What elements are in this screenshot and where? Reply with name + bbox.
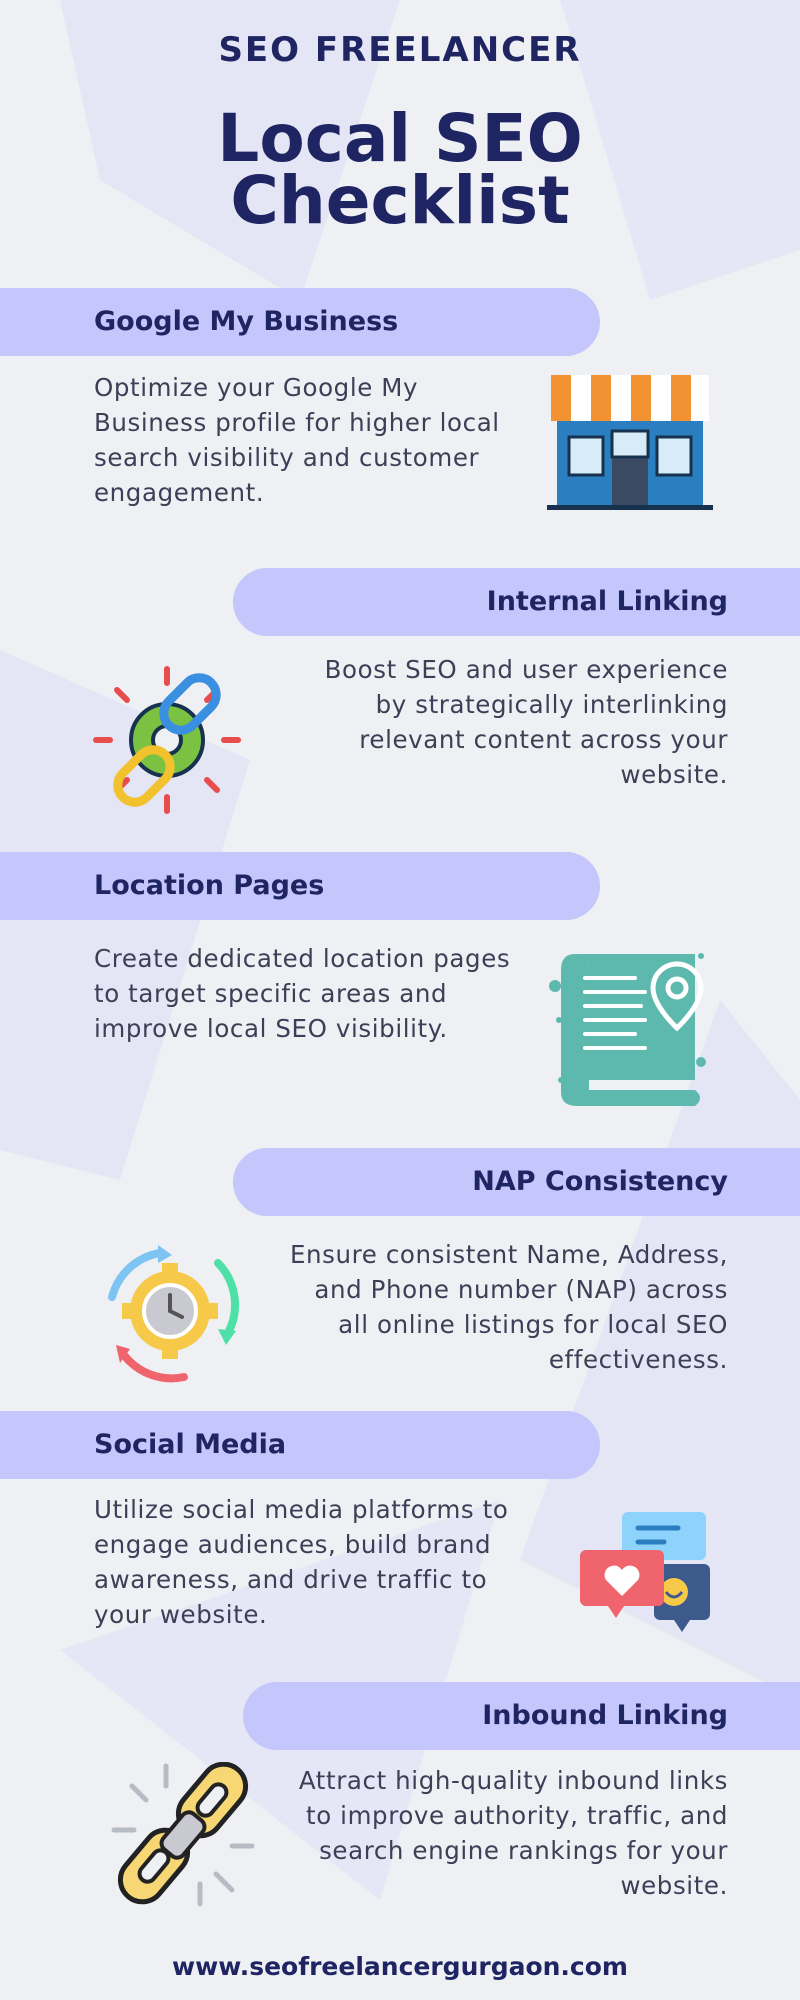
chat-bubbles-icon [580, 1512, 710, 1632]
clock-gear-cycle-icon [108, 1245, 239, 1383]
section-title: NAP Consistency [472, 1166, 728, 1197]
section-title: Social Media [94, 1429, 287, 1460]
section-description: Optimize your Google My Business profile… [94, 373, 500, 507]
section-header-internal-linking: Internal Linking [233, 568, 800, 636]
section-description: Boost SEO and user experience by strateg… [324, 655, 728, 789]
section-description: Ensure consistent Name, Address, and Pho… [289, 1240, 728, 1374]
section-title: Internal Linking [486, 586, 728, 617]
section-header-nap-consistency: NAP Consistency [233, 1148, 800, 1216]
section-description: Create dedicated location pages to targe… [94, 944, 511, 1043]
website-url[interactable]: www.seofreelancergurgaon.com [172, 1952, 628, 1981]
section-title: Google My Business [94, 306, 399, 337]
section-header-social-media: Social Media [0, 1411, 600, 1479]
section-header-inbound-linking: Inbound Linking [243, 1682, 800, 1750]
section-title: Location Pages [94, 870, 325, 901]
brand-name: SEO FREELANCER [218, 30, 582, 70]
chain-gear-icon [93, 666, 241, 814]
location-document-icon [549, 953, 706, 1106]
storefront-icon [547, 375, 713, 510]
section-description: Attract high-quality inbound links to im… [298, 1766, 728, 1900]
section-title: Inbound Linking [482, 1700, 728, 1731]
section-header-location-pages: Location Pages [0, 852, 600, 920]
section-description: Utilize social media platforms to engage… [94, 1495, 509, 1629]
section-header-google-my-business: Google My Business [0, 288, 600, 356]
chain-link-icon [111, 1762, 255, 1907]
